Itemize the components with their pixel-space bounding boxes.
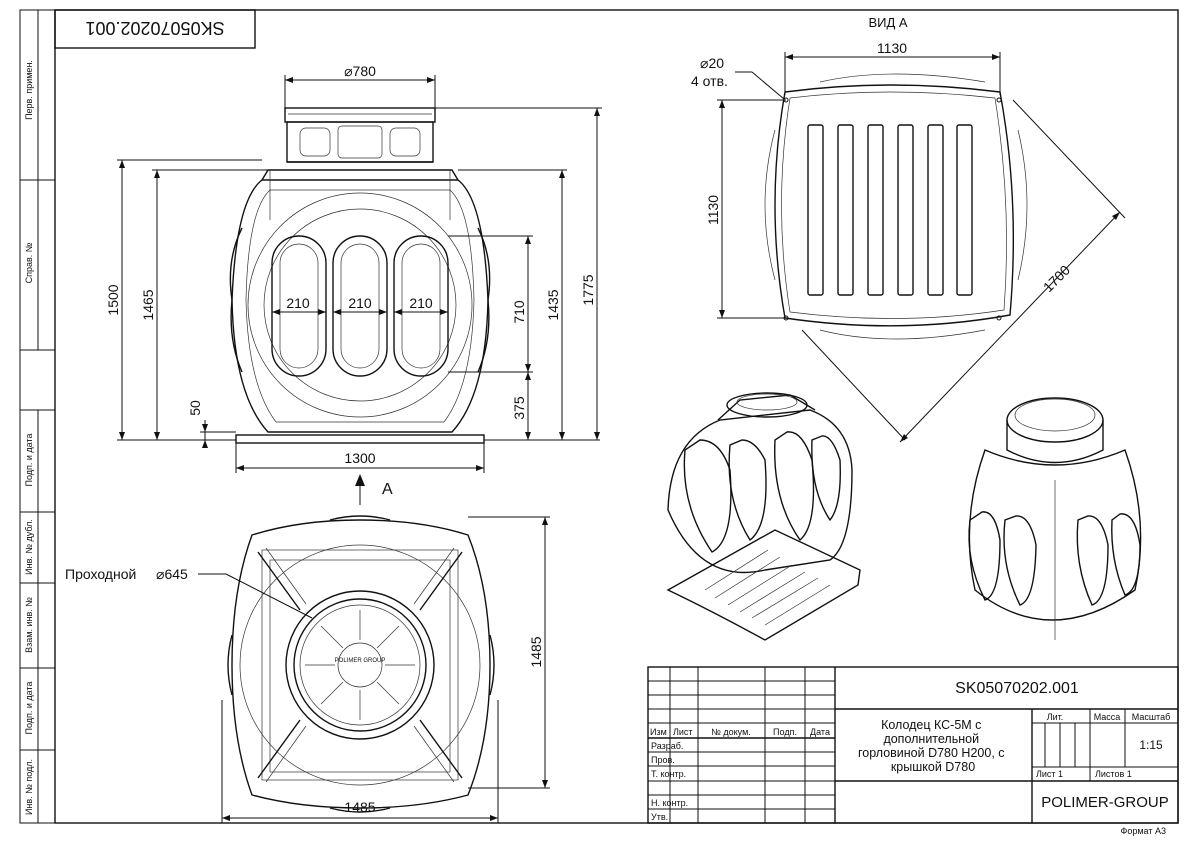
tb-row-t-kontr: Т. контр.: [651, 769, 686, 779]
tb-col-podp: Подп.: [773, 727, 797, 737]
tb-row-utv: Утв.: [651, 812, 668, 822]
tb-row-n-kontr: Н. контр.: [651, 798, 688, 808]
hatch-ring: [285, 590, 435, 740]
tb-title: Колодец КС-5М с дополнительной горловино…: [858, 718, 1008, 774]
mirrored-drawing-number: SK05070202.001: [85, 18, 224, 38]
isometric-view-left: [666, 392, 861, 641]
tb-row-razrab: Разраб.: [651, 741, 683, 751]
tb-sheets: Листов 1: [1095, 769, 1132, 779]
plan-view: POLIMER GROUP Проходной ⌀645 1485 1485: [65, 515, 550, 823]
dim-1465: 1465: [140, 289, 156, 320]
view-a: ВИД А 1130 1130: [691, 15, 1126, 443]
tb-lit: Лит.: [1047, 712, 1064, 722]
strip-podp-i-data-1: Подп. и дата: [24, 433, 34, 486]
strip-perv-primen: Перв. примен.: [24, 60, 34, 120]
view-arrow: [355, 474, 365, 486]
mirrored-number-box: SK05070202.001: [54, 9, 256, 49]
slot-2: [332, 235, 388, 377]
strip-sprav-no: Справ. №: [24, 242, 34, 283]
tb-col-data: Дата: [810, 727, 830, 737]
tb-masshtab: Масштаб: [1132, 712, 1171, 722]
tb-col-izm: Изм: [650, 727, 667, 737]
tb-col-list: Лист: [673, 727, 693, 737]
strip-podp-i-data-2: Подп. и дата: [24, 681, 34, 734]
dim-slot-3: 210: [409, 295, 433, 311]
view-arrow-label: A: [382, 481, 393, 498]
dim-710: 710: [511, 300, 527, 324]
base-plate: [235, 434, 485, 444]
tb-massa: Масса: [1094, 712, 1121, 722]
left-strip: Перв. примен. Справ. № Подп. и дата Инв.…: [19, 9, 56, 824]
view-a-dim-left: 1130: [705, 195, 721, 225]
dim-780: 780: [353, 63, 377, 79]
tb-sheet: Лист 1: [1036, 769, 1063, 779]
tb-scale: 1:15: [1139, 738, 1163, 752]
slot-3: [393, 235, 449, 377]
svg-text:⌀780: ⌀780: [344, 63, 376, 79]
plate-ribs: [807, 124, 973, 296]
isometric-view-right: [968, 397, 1142, 640]
passage-diameter: 645: [164, 566, 188, 582]
view-a-holes-count: 4 отв.: [691, 73, 728, 89]
view-a-title: ВИД А: [868, 15, 907, 30]
title-block: Изм Лист № докум. Подп. Дата Разраб. Про…: [647, 666, 1179, 824]
dim-375: 375: [511, 396, 527, 420]
dim-slot-1: 210: [286, 295, 310, 311]
dim-1435: 1435: [545, 289, 561, 320]
tb-doc-code: SK05070202.001: [955, 680, 1079, 697]
dim-plan-side: 1485: [528, 636, 544, 667]
strip-inv-no-podl: Инв. № подл.: [24, 759, 34, 815]
dim-plan-bottom: 1485: [344, 799, 375, 815]
strip-inv-no-dubl: Инв. № дубл.: [24, 519, 34, 575]
tb-company: POLIMER-GROUP: [1041, 794, 1169, 811]
svg-text:⌀645: ⌀645: [156, 566, 188, 582]
dim-1775: 1775: [580, 274, 596, 305]
front-view: ⌀780 1500 1465 50 710 375 1435 1775: [105, 63, 602, 505]
view-a-holes-dia: 20: [708, 55, 724, 71]
base-plate-outline: [774, 84, 1015, 327]
passage-label: Проходной: [65, 566, 136, 582]
dim-slot-2: 210: [348, 295, 372, 311]
view-a-dim-top: 1130: [877, 40, 907, 56]
format-label: Формат А3: [1121, 826, 1166, 836]
lid: [284, 107, 436, 123]
sheet-frame: [54, 9, 1179, 824]
tb-col-no-dokum: № докум.: [711, 727, 751, 737]
dim-1500: 1500: [105, 284, 121, 315]
lid-ribs: [305, 610, 415, 720]
strip-vzam-inv-no: Взам. инв. №: [24, 597, 34, 653]
tb-row-prov: Пров.: [651, 755, 675, 765]
slot-1: [271, 235, 327, 377]
dim-1300: 1300: [344, 450, 375, 466]
lid-logo-text: POLIMER GROUP: [335, 658, 386, 664]
svg-text:⌀20: ⌀20: [700, 55, 724, 71]
plan-outline: [231, 519, 491, 809]
dim-50: 50: [187, 400, 203, 416]
